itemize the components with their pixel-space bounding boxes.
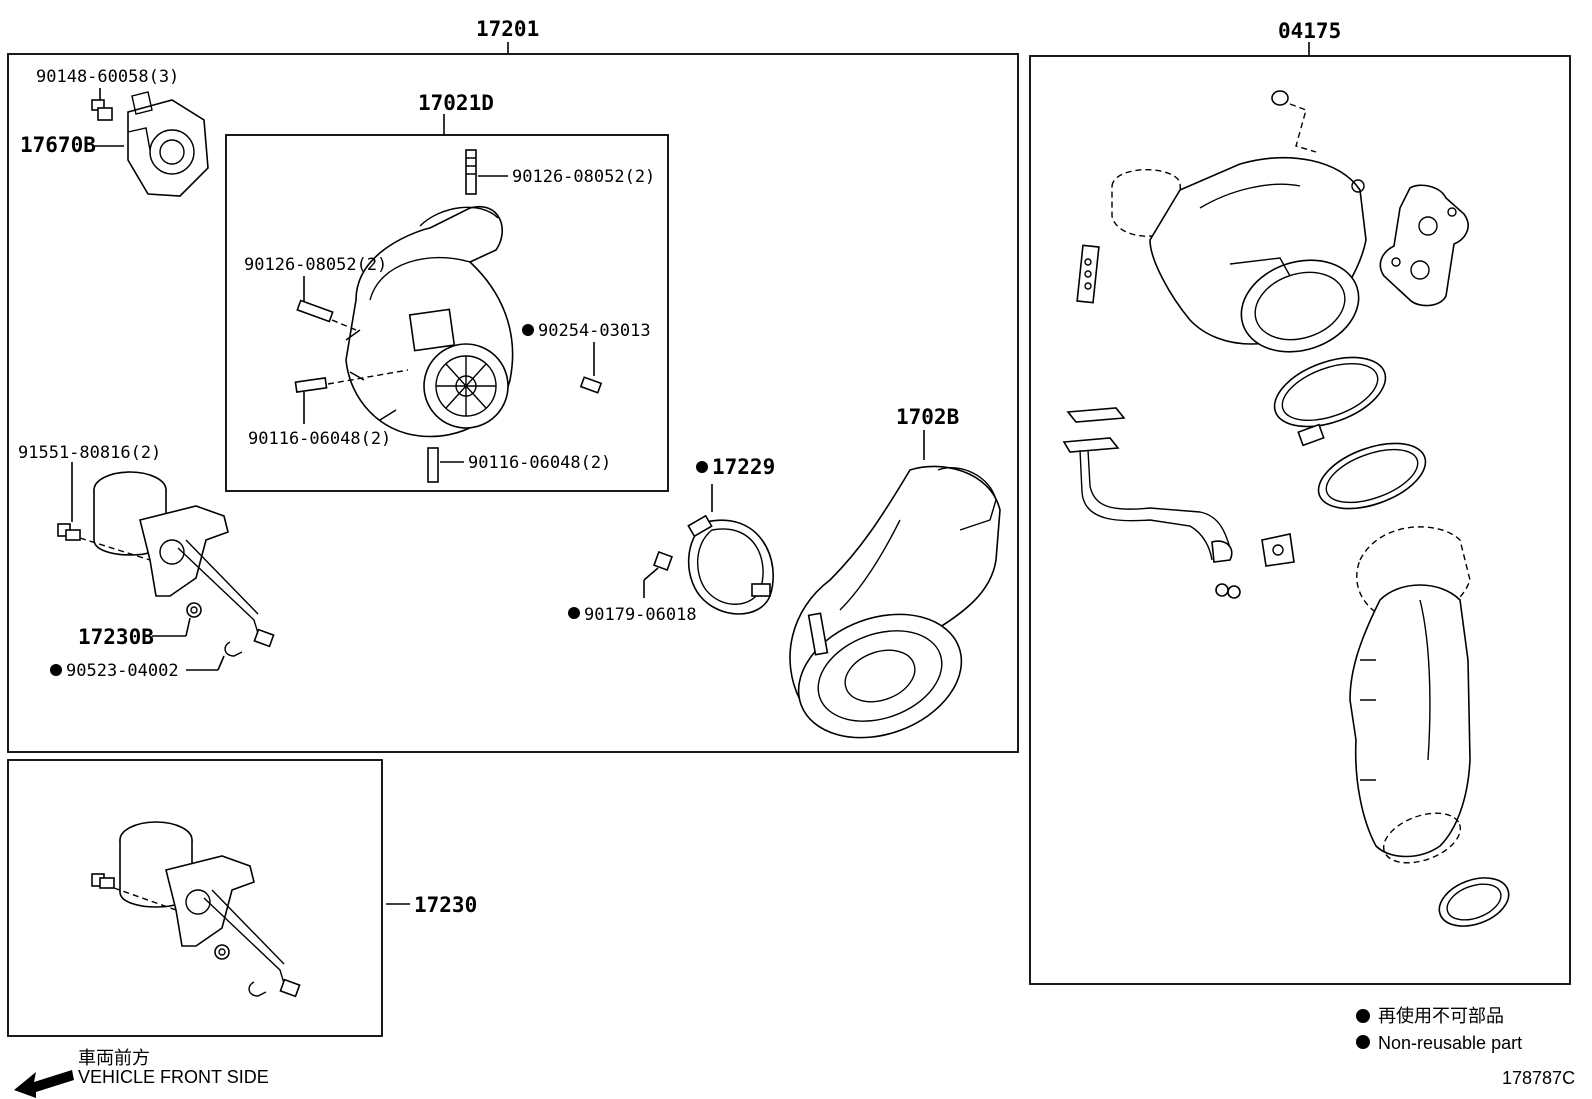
label-90148-60058: 90148-60058(3) bbox=[36, 67, 179, 87]
direction-en: VEHICLE FRONT SIDE bbox=[78, 1067, 269, 1087]
kit-clamp bbox=[1273, 356, 1387, 447]
group-box-17021D bbox=[225, 134, 669, 492]
label-91551-80816: 91551-80816(2) bbox=[18, 443, 161, 463]
dash-90116-left bbox=[327, 369, 409, 385]
actuator-17230 bbox=[119, 821, 301, 998]
kit-gasket-ring bbox=[1317, 442, 1427, 510]
clip-17230 bbox=[248, 981, 267, 997]
stud-90116-bottom bbox=[427, 447, 439, 483]
stud-90126-left bbox=[296, 299, 334, 323]
label-04175: 04175 bbox=[1278, 19, 1341, 43]
valve-body-17670B bbox=[127, 91, 209, 197]
label-90116-06048-bottom: 90116-06048(2) bbox=[468, 453, 611, 473]
kit-plug bbox=[1271, 90, 1289, 106]
label-90254-03013: 90254-03013 bbox=[538, 321, 651, 341]
label-90179-06018: 90179-06018 bbox=[584, 605, 697, 625]
legend-jp: 再使用不可部品 bbox=[1378, 1006, 1504, 1026]
label-17230B: 17230B bbox=[78, 625, 154, 649]
leader-90523-b bbox=[217, 655, 225, 671]
label-17021D: 17021D bbox=[418, 91, 494, 115]
legend-dot-1 bbox=[1356, 1009, 1370, 1023]
leader-17230B-b bbox=[185, 617, 191, 637]
group-box-17230 bbox=[7, 759, 383, 1037]
kit-dash-plug bbox=[1289, 103, 1317, 153]
elbow-1702B bbox=[789, 465, 1001, 739]
leader-90179-b bbox=[643, 567, 659, 581]
label-17230: 17230 bbox=[414, 893, 477, 917]
kit-gasket-oval bbox=[1261, 533, 1295, 567]
non-reusable-dot-90179 bbox=[568, 607, 580, 619]
kit-oil-pipe bbox=[1062, 407, 1233, 563]
label-90116-06048-left: 90116-06048(2) bbox=[248, 429, 391, 449]
legend-en: Non-reusable part bbox=[1378, 1033, 1522, 1053]
non-reusable-dot-90523 bbox=[50, 664, 62, 676]
label-17670B: 17670B bbox=[20, 133, 96, 157]
kit-oring-small bbox=[1215, 583, 1241, 599]
clip-90523 bbox=[224, 641, 243, 657]
label-90523-04002: 90523-04002 bbox=[66, 661, 179, 681]
dash-90126-left bbox=[331, 319, 357, 331]
label-90126-08052-left: 90126-08052(2) bbox=[244, 255, 387, 275]
label-17229: 17229 bbox=[712, 455, 775, 479]
stud-90126-top bbox=[465, 149, 477, 195]
kit-gasket-flange bbox=[1379, 184, 1469, 307]
clamp-17229 bbox=[687, 514, 774, 615]
pin-90254 bbox=[579, 376, 603, 394]
non-reusable-dot-17229 bbox=[696, 461, 708, 473]
dash-17230 bbox=[113, 887, 177, 911]
diagram-code: 178787C bbox=[1502, 1068, 1575, 1088]
label-17201: 17201 bbox=[476, 17, 539, 41]
kit-gasket-small bbox=[1076, 244, 1100, 304]
kit-turbo-housing bbox=[1111, 157, 1367, 353]
non-reusable-dot-90254 bbox=[522, 324, 534, 336]
washer-17230 bbox=[214, 944, 230, 960]
dash-91551 bbox=[79, 537, 151, 561]
label-1702B: 1702B bbox=[896, 405, 959, 429]
vehicle-front-arrow-icon bbox=[14, 1070, 74, 1098]
direction-jp: 車両前方 bbox=[78, 1048, 150, 1068]
label-90126-08052-top: 90126-08052(2) bbox=[512, 167, 655, 187]
kit-gasket-outlet bbox=[1438, 877, 1510, 927]
kit-exhaust-pipe bbox=[1349, 526, 1471, 864]
group-box-17201 bbox=[7, 53, 1019, 753]
bolt-91551 bbox=[57, 523, 81, 541]
legend-dot-2 bbox=[1356, 1035, 1370, 1049]
nut-90179 bbox=[653, 551, 673, 571]
turbine-housing bbox=[345, 205, 514, 438]
stud-90116-left bbox=[294, 377, 328, 393]
group-box-04175 bbox=[1029, 55, 1571, 985]
bolt-17230 bbox=[91, 873, 115, 889]
washer-17230B bbox=[186, 602, 202, 618]
actuator-17230B bbox=[93, 471, 275, 648]
bolt-90148 bbox=[91, 99, 113, 121]
